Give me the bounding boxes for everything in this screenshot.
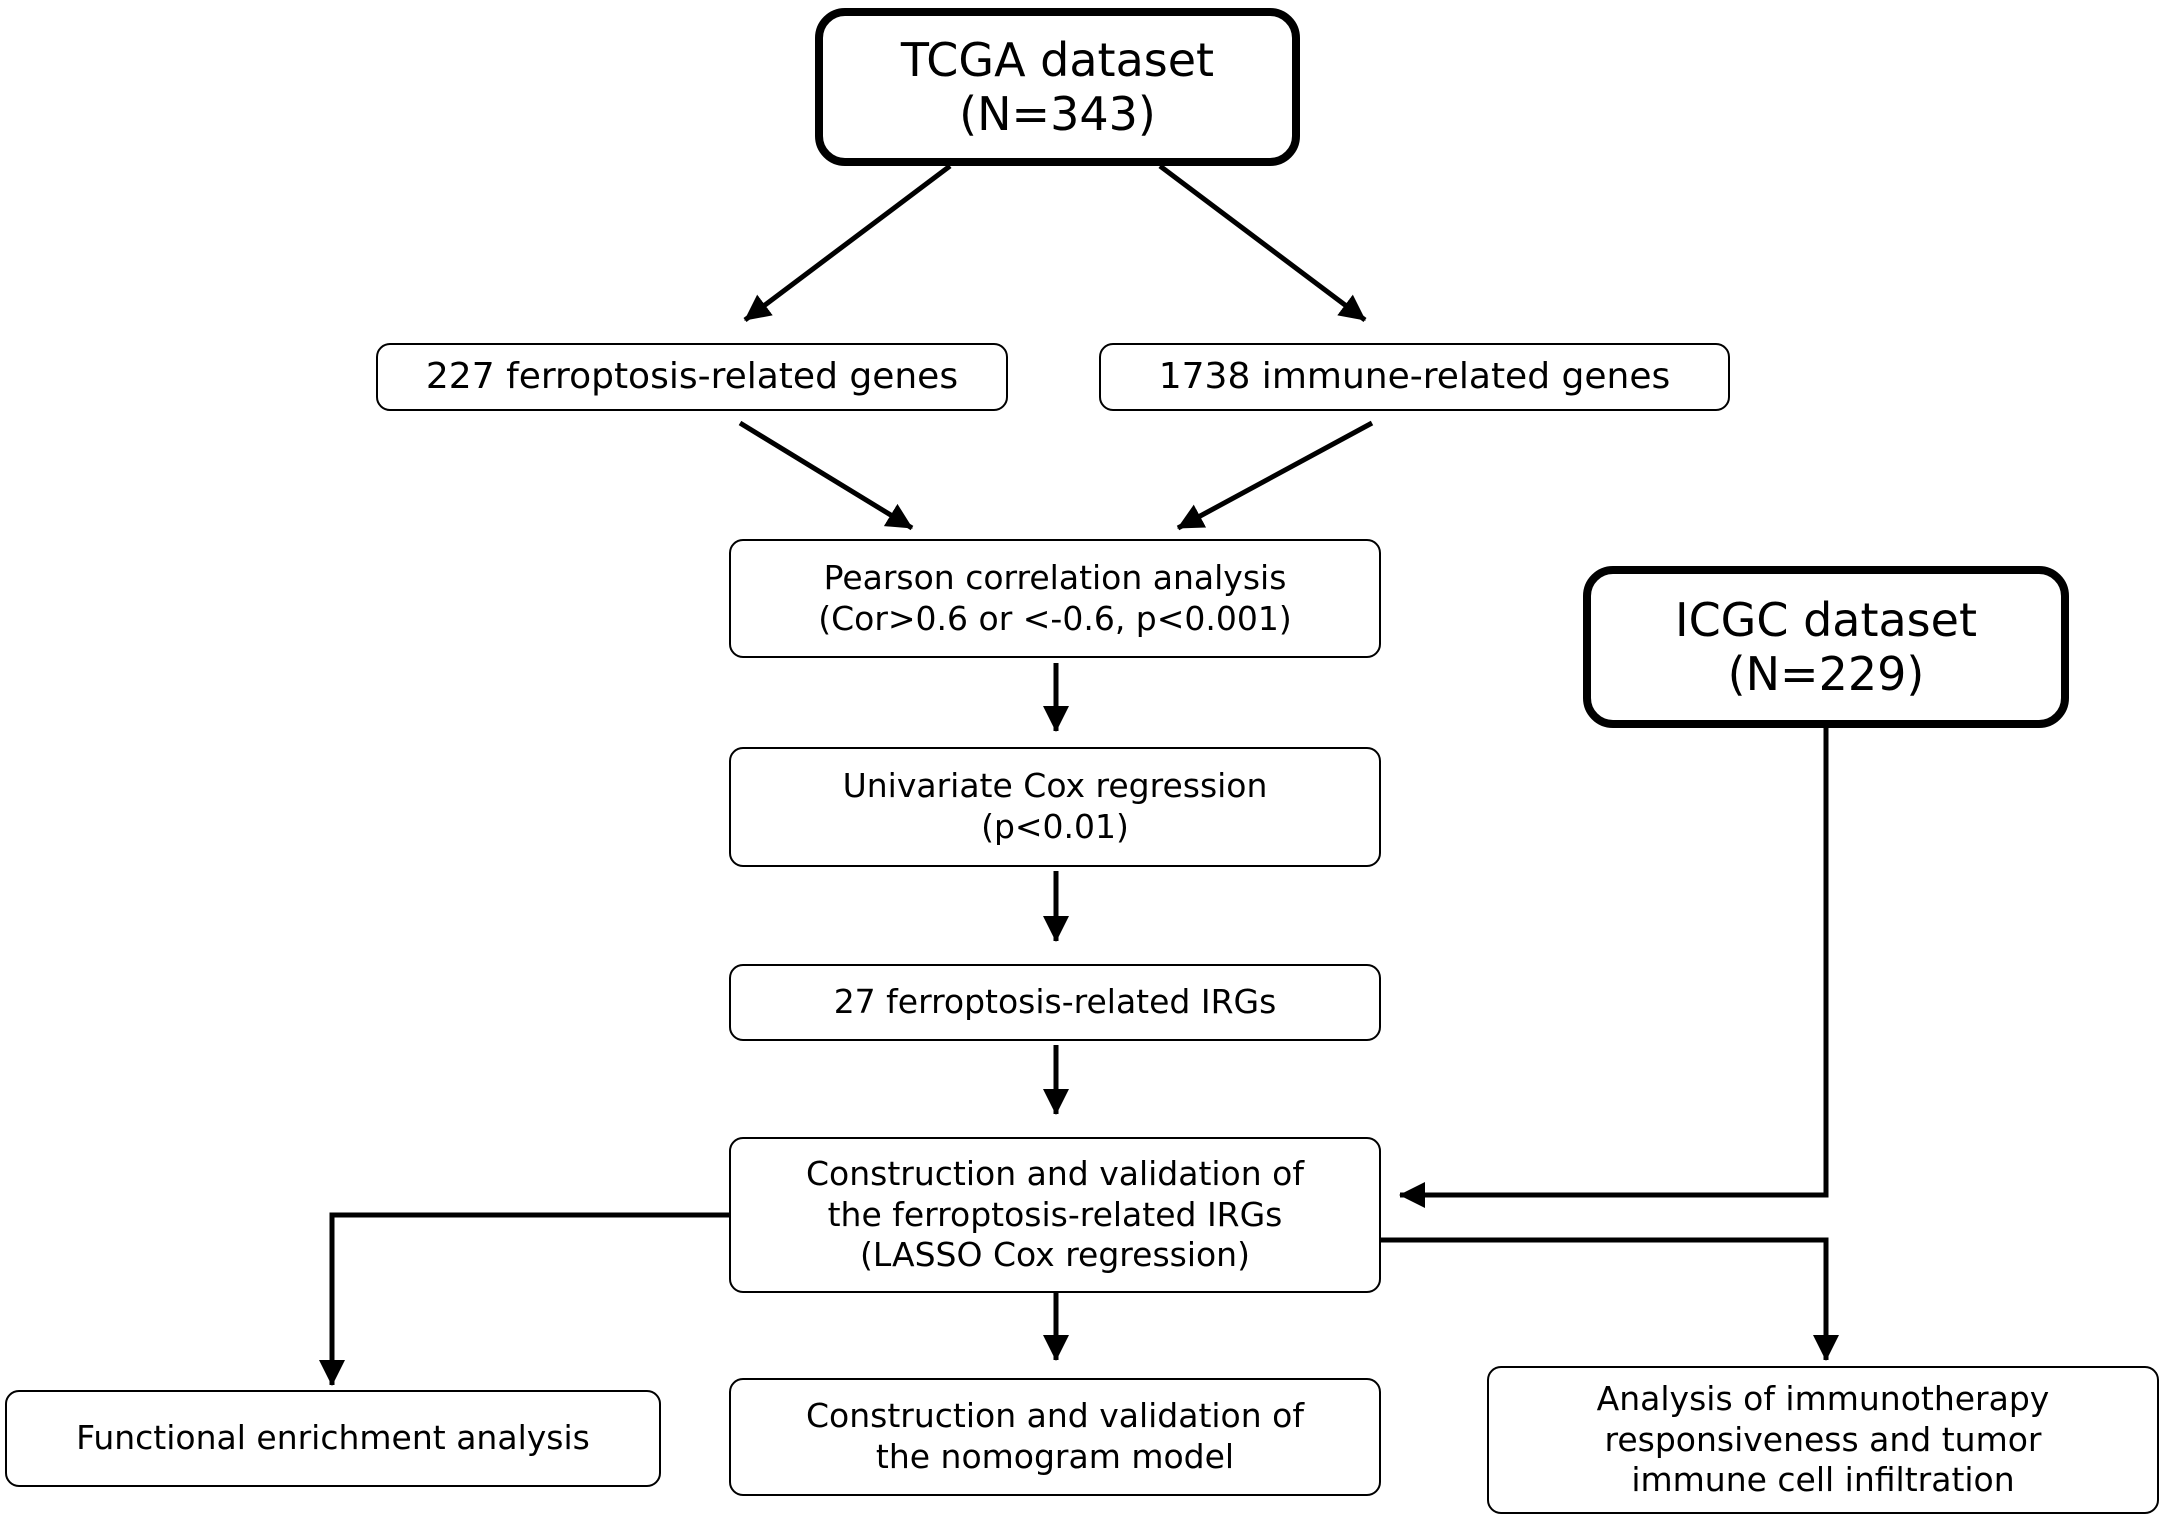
arrow-ferroptosis-genes-to-pearson (738, 420, 914, 531)
nomogram-line-2: the nomogram model (875, 1437, 1235, 1476)
tcga-title: TCGA dataset (900, 32, 1215, 87)
ferroptosis-irgs-label: 27 ferroptosis-related IRGs (833, 982, 1277, 1022)
univariate-cox-node: Univariate Cox regression (p<0.01) (729, 747, 1381, 867)
pearson-title: Pearson correlation analysis (823, 557, 1287, 597)
immunotherapy-analysis-node: Analysis of immunotherapy responsiveness… (1487, 1366, 2159, 1514)
arrow-construction-to-immunotherapy (1381, 1237, 1839, 1361)
icgc-dataset-node: ICGC dataset (N=229) (1583, 566, 2069, 728)
immunotherapy-line-3: immune cell infiltration (1631, 1460, 2015, 1500)
univariate-cox-threshold: (p<0.01) (981, 807, 1129, 846)
construction-method: (LASSO Cox regression) (860, 1235, 1250, 1275)
arrow-tcga-to-immune-genes (1158, 164, 1367, 322)
ferroptosis-genes-node: 227 ferroptosis-related genes (376, 343, 1008, 411)
tcga-sample-size: (N=343) (959, 87, 1156, 141)
functional-enrichment-label: Functional enrichment analysis (76, 1418, 590, 1458)
immune-genes-node: 1738 immune-related genes (1099, 343, 1730, 411)
arrow-tcga-to-ferroptosis-genes (743, 164, 952, 322)
pearson-correlation-node: Pearson correlation analysis (Cor>0.6 or… (729, 539, 1381, 658)
univariate-cox-title: Univariate Cox regression (842, 766, 1268, 806)
immunotherapy-line-1: Analysis of immunotherapy (1596, 1378, 2050, 1418)
nomogram-line-1: Construction and validation of (806, 1396, 1304, 1436)
arrow-immune-genes-to-pearson (1176, 420, 1374, 531)
arrow-icgc-to-construction (1399, 728, 1829, 1208)
arrow-construction-to-functional (319, 1212, 729, 1386)
functional-enrichment-node: Functional enrichment analysis (5, 1390, 661, 1487)
construction-validation-node: Construction and validation of the ferro… (729, 1137, 1381, 1293)
nomogram-model-node: Construction and validation of the nomog… (729, 1378, 1381, 1496)
pearson-criteria: (Cor>0.6 or <-0.6, p<0.001) (818, 598, 1292, 638)
immune-genes-label: 1738 immune-related genes (1158, 355, 1671, 397)
icgc-title: ICGC dataset (1675, 592, 1977, 647)
tcga-dataset-node: TCGA dataset (N=343) (815, 8, 1300, 166)
ferroptosis-genes-label: 227 ferroptosis-related genes (425, 355, 959, 397)
immunotherapy-line-2: responsiveness and tumor (1604, 1419, 2042, 1459)
construction-title-line-1: Construction and validation of (806, 1153, 1304, 1193)
ferroptosis-irgs-node: 27 ferroptosis-related IRGs (729, 964, 1381, 1041)
construction-title-line-2: the ferroptosis-related IRGs (827, 1194, 1283, 1234)
icgc-sample-size: (N=229) (1727, 647, 1925, 701)
